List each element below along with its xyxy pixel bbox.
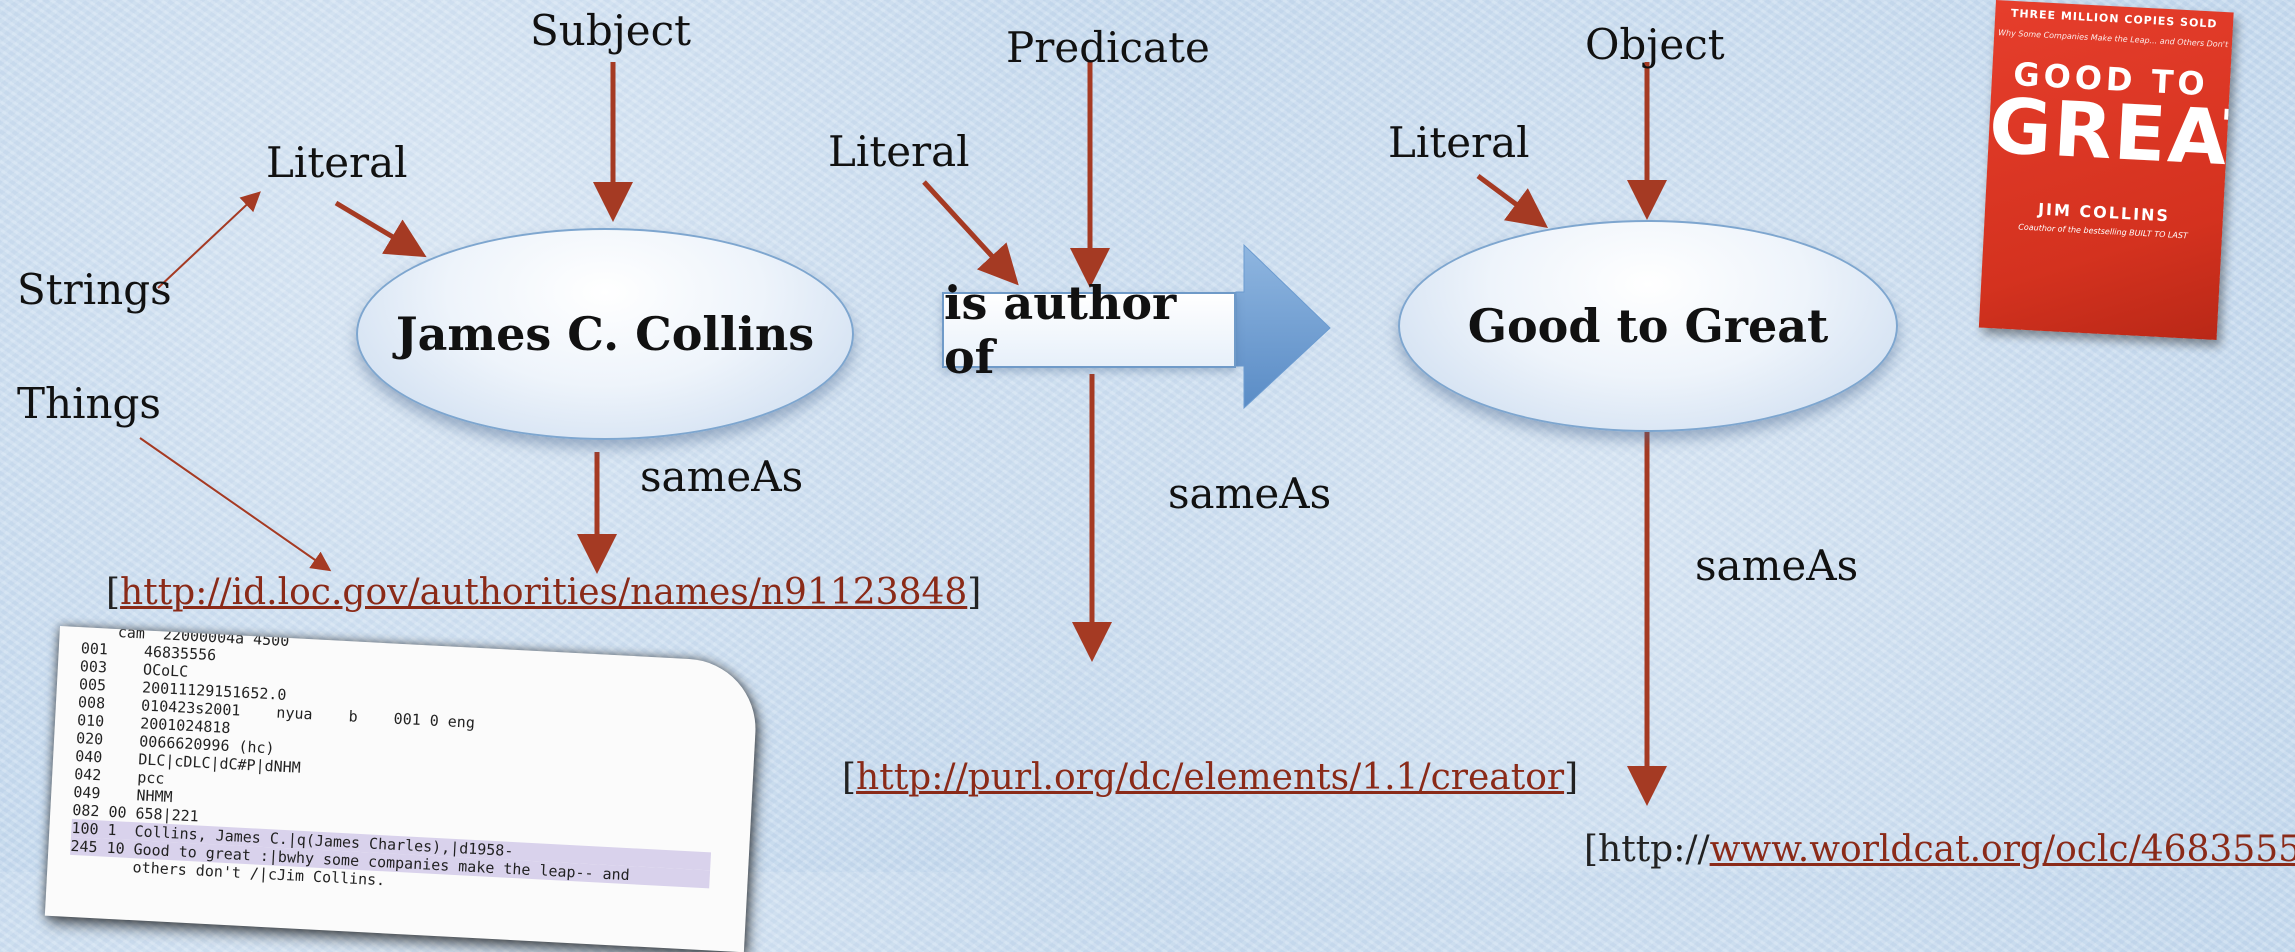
subject-uri: [http://id.loc.gov/authorities/names/n91… [106,575,981,611]
predicate-uri-close: ] [1564,757,1579,798]
strings-literal-arrow [157,191,261,289]
object-node-text: Good to Great [1467,299,1829,353]
predicate-uri-link[interactable]: http://purl.org/dc/elements/1.1/creator [856,757,1565,798]
literal-arrow-object [1476,173,1549,228]
subject-node-text: James C. Collins [395,307,815,361]
literal-label-subject: Literal [266,138,408,187]
predicate-uri-open: [ [842,757,857,798]
predicate-uri: [http://purl.org/dc/elements/1.1/creator… [842,760,1578,796]
things-uri-arrow [139,437,332,572]
subject-uri-open: [ [106,572,121,613]
subject-uri-close: ] [967,572,982,613]
predicate-sameas-label: sameAs [1168,469,1332,518]
object-uri: [http://www.worldcat.org/oclc/46835556 ] [1584,832,2295,868]
object-node: Good to Great [1398,220,1898,432]
subject-label: Subject [530,6,691,55]
diagram-connectors [139,62,1667,806]
literal-label-predicate: Literal [828,127,970,176]
literal-label-object: Literal [1388,118,1530,167]
object-label: Object [1585,20,1725,69]
subject-uri-link[interactable]: http://id.loc.gov/authorities/names/n911… [120,572,968,613]
literal-arrow-subject [334,200,427,258]
book-title-bottom: GREAT [1987,81,2234,186]
strings-label: Strings [17,265,172,314]
book-cover-image: THREE MILLION COPIES SOLD Why Some Compa… [1978,0,2234,341]
marc-record-card: cam 22000004a 4500 001 46835556 003 OCoL… [44,626,760,952]
things-label: Things [17,379,161,428]
predicate-label: Predicate [1006,23,1210,72]
literal-arrow-predicate [922,180,1019,286]
book-tagline: THREE MILLION COPIES SOLD [2010,6,2218,31]
subject-node: James C. Collins [356,228,854,440]
predicate-node-text: is author of [944,276,1177,384]
predicate-node: is author of [942,276,1236,384]
object-uri-open: [http:// [1584,829,1710,870]
subject-sameas-label: sameAs [640,452,804,501]
object-uri-link[interactable]: www.worldcat.org/oclc/46835556 [1709,829,2295,870]
book-subtitle: Why Some Companies Make the Leap... and … [1997,28,2229,50]
predicate-big-arrow [1235,243,1331,410]
object-sameas-label: sameAs [1695,541,1859,590]
